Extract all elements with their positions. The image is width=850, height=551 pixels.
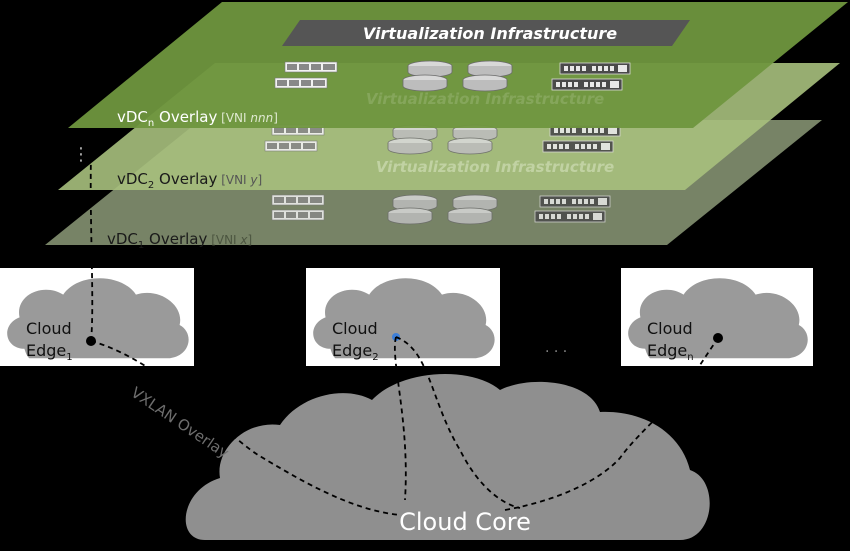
link-edge2-a: [393, 336, 407, 501]
cloud-edge-n: Cloud Edgen: [621, 268, 813, 366]
cloud-edge-n-edge-text: Edge: [647, 341, 687, 360]
overlay-label-vdc1-sub: 1: [138, 240, 144, 251]
plane-vdc2-faded-banner: Virtualization Infrastructure: [376, 158, 614, 176]
overlay-label-vdc1-prefix: vDC: [107, 230, 138, 248]
overlay-label-vdc1-vni-suffix: ]: [248, 233, 253, 247]
cloud-core-label: Cloud Core: [399, 508, 531, 536]
overlay-label-vdcn-suffix: Overlay: [154, 108, 217, 126]
overlay-label-vdc1-vni-prefix: [VNI: [207, 233, 240, 247]
cloud-edge-2-label2: Edge2: [332, 341, 379, 363]
cloud-edge-1-edge-text: Edge: [26, 341, 66, 360]
overlay-label-vdcn-vni-suffix: ]: [273, 111, 278, 125]
cloud-edge-n-label2: Edgen: [647, 341, 694, 363]
plane-vdcn: Virtualization Infrastructure Virtualiza…: [68, 2, 848, 128]
vertical-ellipsis: ⋮: [72, 144, 90, 165]
edges-ellipsis: · · ·: [545, 344, 567, 360]
overlay-label-vdc1-vni: x: [239, 233, 248, 247]
overlay-label-vdcn-sub: n: [148, 118, 154, 129]
cloud-edge-n-label: Cloud: [647, 319, 693, 338]
cloud-edge-1-label2: Edge1: [26, 341, 73, 363]
cloud-edge-2-sub: 2: [372, 352, 378, 363]
cloud-core: Cloud Core: [185, 373, 710, 540]
cloud-edge-1-label: Cloud: [26, 319, 72, 338]
overlay-label-vdc1-suffix: Overlay: [144, 230, 207, 248]
cloud-edge-1: Cloud Edge1: [0, 268, 194, 366]
overlay-label-vdc1: vDC1 Overlay [VNI x]: [107, 230, 252, 251]
link-core-edgen: [504, 337, 719, 511]
cloud-edge-n-sub: n: [687, 352, 693, 363]
link-edge1-to-core: [90, 340, 401, 516]
overlay-label-vdcn-prefix: vDC: [117, 108, 148, 126]
cloud-edge-2: Cloud Edge2: [306, 268, 500, 366]
cloud-edge-2-label: Cloud: [332, 319, 378, 338]
overlay-label-vdc2-vni-prefix: [VNI: [217, 173, 250, 187]
overlay-label-vdc2-vni-suffix: ]: [258, 173, 263, 187]
infra-banner-bg: [282, 20, 690, 46]
overlay-label-vdc2-suffix: Overlay: [154, 170, 217, 188]
link-edge2-b: [395, 336, 521, 509]
infra-banner: Virtualization Infrastructure: [363, 24, 617, 43]
overlay-label-vdcn-vni-prefix: [VNI: [217, 111, 250, 125]
overlay-label-vdcn: vDCn Overlay [VNI nnn]: [117, 108, 278, 129]
overlay-label-vdc2-sub: 2: [148, 180, 154, 191]
overlay-label-vdcn-vni: nnn: [250, 111, 273, 125]
vxlan-overlay-label: VXLAN Overlay: [128, 383, 233, 462]
overlay-label-vdc2-prefix: vDC: [117, 170, 148, 188]
cloud-edge-2-edge-text: Edge: [332, 341, 372, 360]
overlay-label-vdc2: vDC2 Overlay [VNI y]: [117, 170, 262, 191]
vxlan-links: [89, 129, 719, 516]
plane-vdcn-faded-banner: Virtualization Infrastructure: [366, 90, 604, 108]
link-edge1-to-vdcn: [89, 129, 94, 342]
overlay-label-vdc2-vni: y: [249, 173, 258, 187]
cloud-edge-1-sub: 1: [66, 352, 72, 363]
